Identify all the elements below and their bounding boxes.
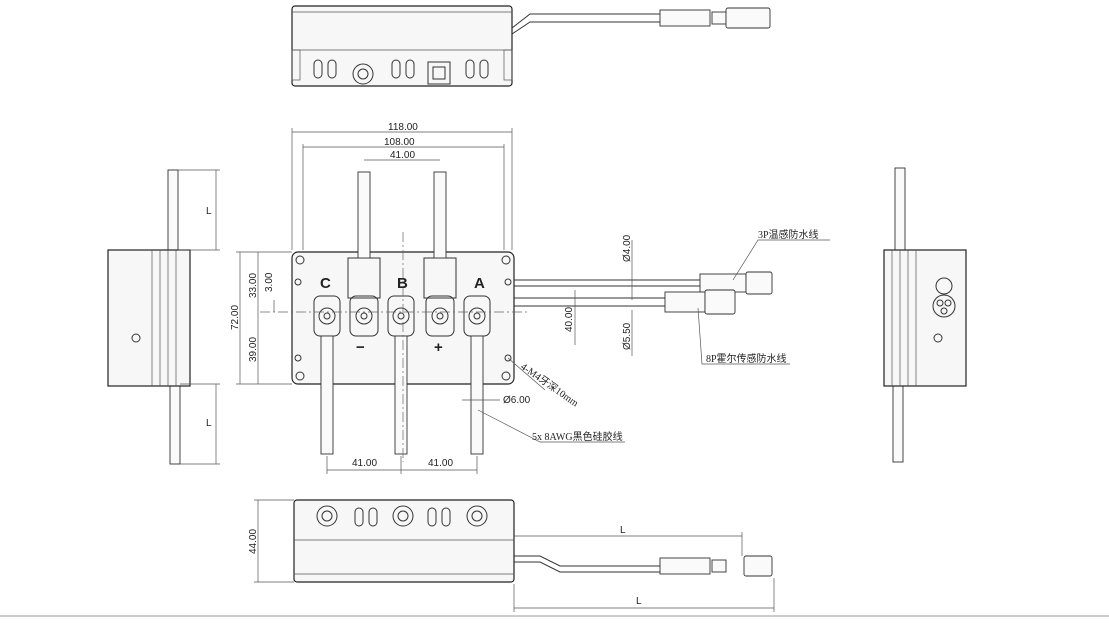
dim-left-upper-l: L xyxy=(206,206,212,217)
left-side-view: L L xyxy=(107,169,220,465)
label-minus: − xyxy=(356,339,365,356)
mount-hole-bl xyxy=(295,371,305,381)
dc-minus-cable xyxy=(357,171,371,259)
bottom-connector-b xyxy=(743,555,773,577)
dim-dia-large: Ø5.50 xyxy=(622,322,633,350)
front-view: C B A − + xyxy=(260,171,773,462)
bottom-terminal-holes xyxy=(316,505,488,527)
dim-side-height: 44.00 xyxy=(248,529,259,554)
dim-pole-pitch: 41.00 xyxy=(390,150,415,161)
terminal-plus xyxy=(425,295,455,337)
mount-hole-tr xyxy=(501,255,511,265)
bottom-connector-a xyxy=(659,557,711,575)
dim-right-top: 33.00 xyxy=(248,273,259,298)
dim-dia-small: Ø4.00 xyxy=(622,234,633,262)
right-lower-cable xyxy=(892,385,904,463)
label-phase-c: C xyxy=(320,275,331,292)
phase-c-cable xyxy=(320,335,334,455)
dim-bottom-upper-l: L xyxy=(620,525,626,536)
right-upper-cable xyxy=(894,167,906,251)
label-plus: + xyxy=(434,339,443,356)
top-view-clip-left xyxy=(291,49,301,81)
note-wire: 5x 8AWG黑色硅胶线 xyxy=(532,430,623,443)
top-view-slots xyxy=(313,59,489,79)
left-lower-cable xyxy=(169,383,181,465)
mount-hole-br xyxy=(501,371,511,381)
right-bolt xyxy=(933,333,943,343)
dim-height-total: 72.00 xyxy=(230,305,241,330)
top-view-round-port xyxy=(352,63,374,85)
top-view-clip-right xyxy=(503,49,513,81)
left-housing xyxy=(107,249,191,387)
dim-bottom-right-pitch: 41.00 xyxy=(428,458,453,469)
dim-left-lower-l: L xyxy=(206,418,212,429)
dim-cable-spacing: 40.00 xyxy=(564,307,575,332)
terminal-minus xyxy=(349,295,379,337)
top-view xyxy=(291,5,771,87)
right-port-large xyxy=(932,294,956,318)
top-view-connector-b xyxy=(725,7,771,29)
top-view-housing xyxy=(291,5,513,87)
note-hall-sensor: 8P霍尔传感防水线 xyxy=(706,352,787,365)
mount-hole-tl xyxy=(295,255,305,265)
callouts: 3P温感防水线 8P霍尔传感防水线 4-M4牙深10mm 5x 8AWG黑色硅胶… xyxy=(477,228,830,443)
right-housing xyxy=(883,249,967,387)
dim-right-small: 3.00 xyxy=(264,272,275,292)
top-view-connector-a xyxy=(659,9,711,27)
hall-sensor-connector xyxy=(664,291,706,313)
bottom-housing xyxy=(293,499,515,583)
phase-b-cable xyxy=(394,335,408,455)
bottom-slots xyxy=(354,507,451,527)
dim-bottom-lower-l: L xyxy=(636,596,642,607)
label-phase-a: A xyxy=(474,275,485,292)
bottom-view: 44.00 L L xyxy=(248,499,775,612)
right-port-small xyxy=(935,277,953,295)
dc-plus-cable xyxy=(433,171,447,259)
top-view-square-port xyxy=(427,61,451,85)
phase-a-cable xyxy=(470,335,484,455)
label-phase-b: B xyxy=(397,275,408,292)
dim-bottom-left-pitch: 41.00 xyxy=(352,458,377,469)
right-side-view xyxy=(883,167,967,463)
dim-top-width: 118.00 xyxy=(388,122,418,133)
temp-sensor-connector xyxy=(699,273,747,293)
dim-dia-hole: Ø6.00 xyxy=(503,395,531,406)
left-upper-cable xyxy=(167,169,179,251)
dim-inner-width: 108.00 xyxy=(384,137,415,148)
dim-height-lower: 39.00 xyxy=(248,337,259,362)
left-bolt xyxy=(131,333,141,343)
note-temp-sensor: 3P温感防水线 xyxy=(758,228,819,241)
front-dimensions: 118.00 108.00 41.00 72.00 33.00 3.00 39.… xyxy=(230,122,633,474)
